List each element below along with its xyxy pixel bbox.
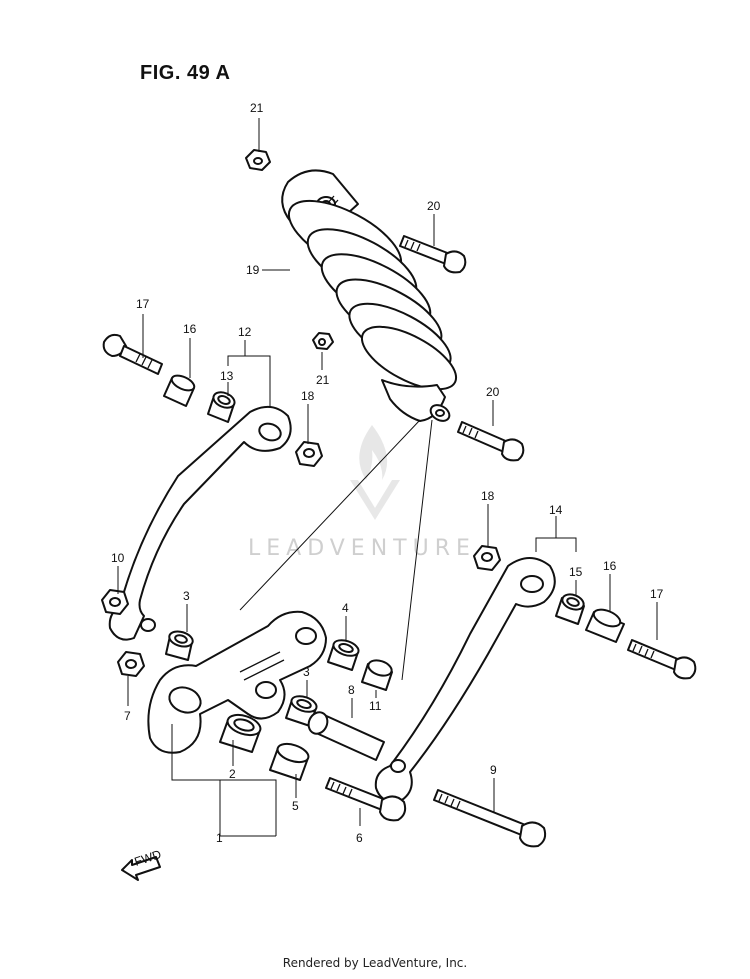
callout-15: 15 (569, 565, 583, 579)
shock-absorber (281, 169, 458, 422)
callout-6: 6 (356, 831, 363, 845)
nut-21-side (312, 332, 334, 350)
bolt-20-top (399, 235, 467, 274)
tie-rod-14 (374, 557, 556, 803)
figure-title: FIG. 49 A (140, 62, 231, 84)
footer-credit: Rendered by LeadVenture, Inc. (282, 956, 468, 970)
nut-18-left (295, 441, 323, 467)
callout-18-right: 18 (481, 489, 495, 503)
callout-labels: 21 20 19 17 16 12 13 21 18 20 18 14 15 1… (111, 101, 664, 845)
bolt-9 (433, 789, 547, 848)
watermark-text: LEADVENTURE (248, 536, 476, 561)
bearing-3-left (165, 630, 194, 661)
bearing-13 (207, 391, 236, 423)
callout-14: 14 (549, 503, 563, 517)
bearing-15 (555, 593, 585, 625)
callout-5: 5 (292, 799, 299, 813)
pipe-8 (307, 711, 385, 761)
bolt-17-right (627, 639, 697, 680)
bolt-20-bottom (457, 421, 525, 462)
callout-17-right: 17 (650, 587, 664, 601)
spacer-5 (269, 742, 310, 781)
assembly-guide-lines (239, 419, 433, 681)
spacer-16-right (585, 608, 625, 643)
nut-18-right (473, 545, 501, 571)
callout-11: 11 (369, 699, 382, 713)
cushion-lever-1 (147, 610, 327, 754)
callout-16-right: 16 (603, 559, 617, 573)
callout-17-left: 17 (136, 297, 150, 311)
callout-21-side: 21 (316, 373, 330, 387)
callout-12: 12 (238, 325, 252, 339)
spacer-11 (361, 659, 393, 691)
callout-2: 2 (229, 767, 236, 781)
callout-7: 7 (124, 709, 131, 723)
tie-rod-12 (108, 405, 292, 641)
callout-18-left: 18 (301, 389, 315, 403)
nut-7 (117, 651, 145, 677)
callout-20-top: 20 (427, 199, 441, 213)
callout-20-bottom: 20 (486, 385, 500, 399)
callout-13: 13 (220, 369, 234, 383)
spacer-16-left (163, 374, 196, 407)
nut-10 (101, 589, 129, 615)
callout-8: 8 (348, 683, 355, 697)
watermark-logo (350, 425, 400, 520)
callout-19: 19 (246, 263, 260, 277)
bolt-17-left (102, 333, 163, 375)
callout-4: 4 (342, 601, 349, 615)
callout-3-left: 3 (183, 589, 190, 603)
nut-21-top (245, 149, 271, 171)
callout-16-left: 16 (183, 322, 197, 336)
leader-lines (117, 118, 658, 837)
fwd-arrow-icon: FWD (121, 847, 163, 881)
callout-9: 9 (490, 763, 497, 777)
bolt-6 (325, 777, 407, 822)
bearing-4 (327, 639, 360, 671)
callout-10: 10 (111, 551, 125, 565)
shock-spring (287, 199, 458, 391)
callout-3-right: 3 (303, 665, 310, 679)
callout-21-top: 21 (250, 101, 264, 115)
bearing-2 (219, 713, 262, 753)
callout-1: 1 (216, 831, 223, 845)
